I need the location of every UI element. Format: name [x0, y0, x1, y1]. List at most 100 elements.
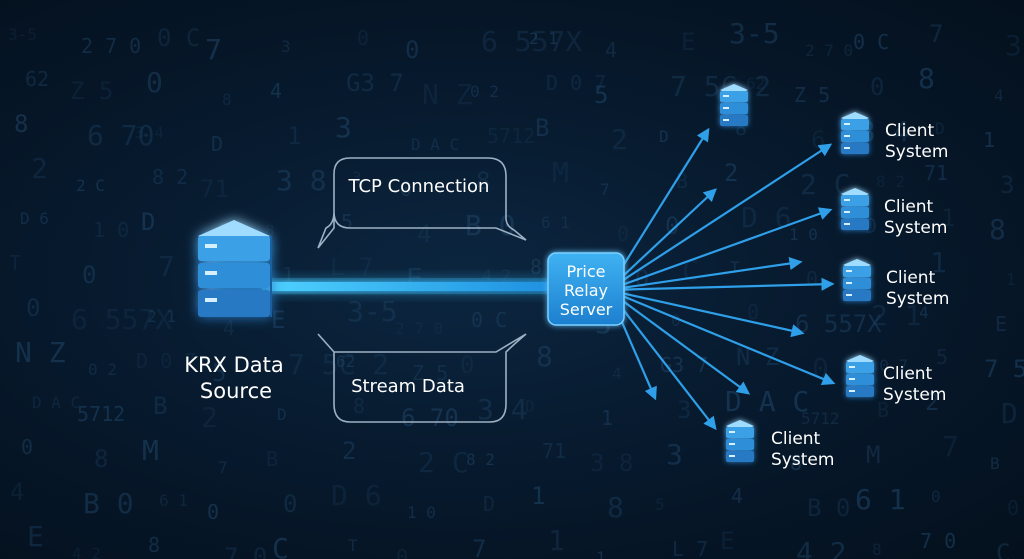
background-glyph: 0: [357, 26, 369, 50]
background-glyph: 4: [994, 86, 1004, 105]
background-glyph: 3 4: [135, 123, 164, 142]
background-glyph: D: [483, 492, 495, 516]
background-glyph: D A C: [411, 135, 459, 154]
background-glyph: 6 1: [541, 213, 570, 232]
background-glyph: 0: [82, 261, 96, 289]
relay-arrow: [607, 289, 717, 431]
background-glyph: 4: [919, 303, 929, 322]
background-glyph: 8: [790, 451, 802, 475]
background-glyph: 6 1: [159, 491, 188, 510]
background-glyph: 8: [607, 491, 624, 524]
background-glyph: 3: [352, 168, 362, 187]
background-glyph: 1 0: [93, 218, 129, 242]
background-glyph: B: [266, 447, 278, 471]
background-glyph: D: [1001, 397, 1018, 430]
background-glyph: 7: [942, 430, 959, 463]
server-icon: [720, 84, 748, 126]
background-glyph: 7: [600, 180, 610, 199]
background-glyph: 4 2: [72, 544, 101, 559]
background-glyph: 8: [353, 394, 365, 418]
background-glyph: N Z: [15, 336, 66, 369]
background-glyph: 0: [747, 300, 759, 324]
background-glyph: D: [525, 397, 535, 416]
relay-arrow: [607, 207, 833, 292]
background-glyph: 3 8: [590, 449, 633, 477]
background-glyph: 8: [14, 110, 28, 138]
background-glyph: 2 C: [418, 446, 469, 479]
background-glyph: 3: [281, 37, 291, 56]
background-glyph: 1: [941, 204, 955, 232]
background-glyph: Z 5: [412, 361, 448, 385]
background-glyph: E: [720, 527, 734, 555]
background-glyph: D: [141, 208, 155, 236]
source-label-line1: KRX Data: [184, 353, 284, 377]
background-glyph: 6 70: [87, 119, 154, 152]
background-glyph: 8 2: [466, 450, 495, 469]
background-glyph: 8: [536, 340, 553, 373]
server-icon: [846, 355, 874, 397]
background-glyph: 0: [617, 222, 629, 246]
background-glyph: 5712: [77, 402, 125, 426]
background-glyph: M: [142, 434, 159, 467]
background-glyph: 3: [335, 111, 352, 144]
background-glyph: 7 0: [920, 529, 956, 553]
client-system: [720, 84, 748, 126]
background-glyph: 6 557X: [481, 25, 582, 58]
relay-label-line1: Price: [566, 262, 605, 281]
background-glyph: B 0: [807, 494, 850, 522]
background-glyph: D: [277, 405, 287, 424]
client-label-line2: System: [885, 142, 948, 162]
background-glyph: 8: [476, 167, 490, 195]
background-glyph: B 0: [83, 487, 134, 520]
background-glyph: 0: [207, 500, 219, 524]
background-glyph: 5: [655, 495, 665, 514]
client-label-line1: Client: [886, 268, 936, 288]
background-glyph: 0 C: [471, 308, 507, 332]
background-glyph: M: [866, 441, 880, 469]
background-glyph: 5: [341, 210, 353, 234]
relay-arrow: [607, 143, 833, 291]
background-glyph: Z 5: [794, 83, 830, 107]
background-glyph: 2: [724, 159, 738, 187]
background-glyph: 1: [983, 128, 995, 152]
background-glyph: 2 C: [76, 176, 105, 195]
background-glyph: G3 7: [346, 69, 404, 97]
background-glyph: 0: [1007, 496, 1019, 520]
source-label-line2: Source: [200, 379, 272, 403]
server-icon: [726, 420, 754, 462]
background-glyph: T: [348, 536, 358, 555]
background-glyph: 3-5: [729, 17, 780, 50]
background-glyph: 1: [1006, 270, 1016, 289]
background-glyph: 2 7 0: [395, 319, 443, 338]
background-glyph: 3 4: [477, 393, 528, 426]
background-glyph: D A C: [32, 393, 80, 412]
relay-arrow: [607, 277, 835, 292]
relay-arrow: [607, 288, 805, 338]
background-glyph: 3-5: [8, 25, 37, 44]
background-glyph: 71: [924, 161, 948, 185]
background-glyph: 1: [548, 524, 565, 557]
background-glyph: D 6: [741, 201, 792, 234]
background-glyph: M: [552, 156, 569, 189]
client-label-line2: System: [886, 289, 949, 309]
relay-label-line3: Server: [560, 300, 613, 319]
relay-arrow: [607, 288, 836, 386]
background-glyph: 8: [530, 255, 542, 279]
background-glyph: D: [211, 132, 223, 156]
background-glyph: B 0: [465, 209, 516, 242]
background-glyph: 3: [677, 396, 691, 424]
background-glyph: 1 0: [789, 225, 818, 244]
server-icon: [843, 259, 871, 301]
background-glyph: 2 1: [871, 299, 922, 332]
background-glyph: 0: [283, 490, 297, 518]
background-glyph: 8: [872, 540, 882, 559]
background-glyph: 0: [21, 435, 33, 459]
client-systems: ClientSystemClientSystemClientSystemClie…: [720, 84, 949, 470]
relay-arrow: [607, 256, 803, 292]
client-label-line2: System: [883, 385, 946, 405]
relay-arrow: [607, 289, 751, 395]
background-glyph: 2 7 0: [805, 41, 853, 60]
